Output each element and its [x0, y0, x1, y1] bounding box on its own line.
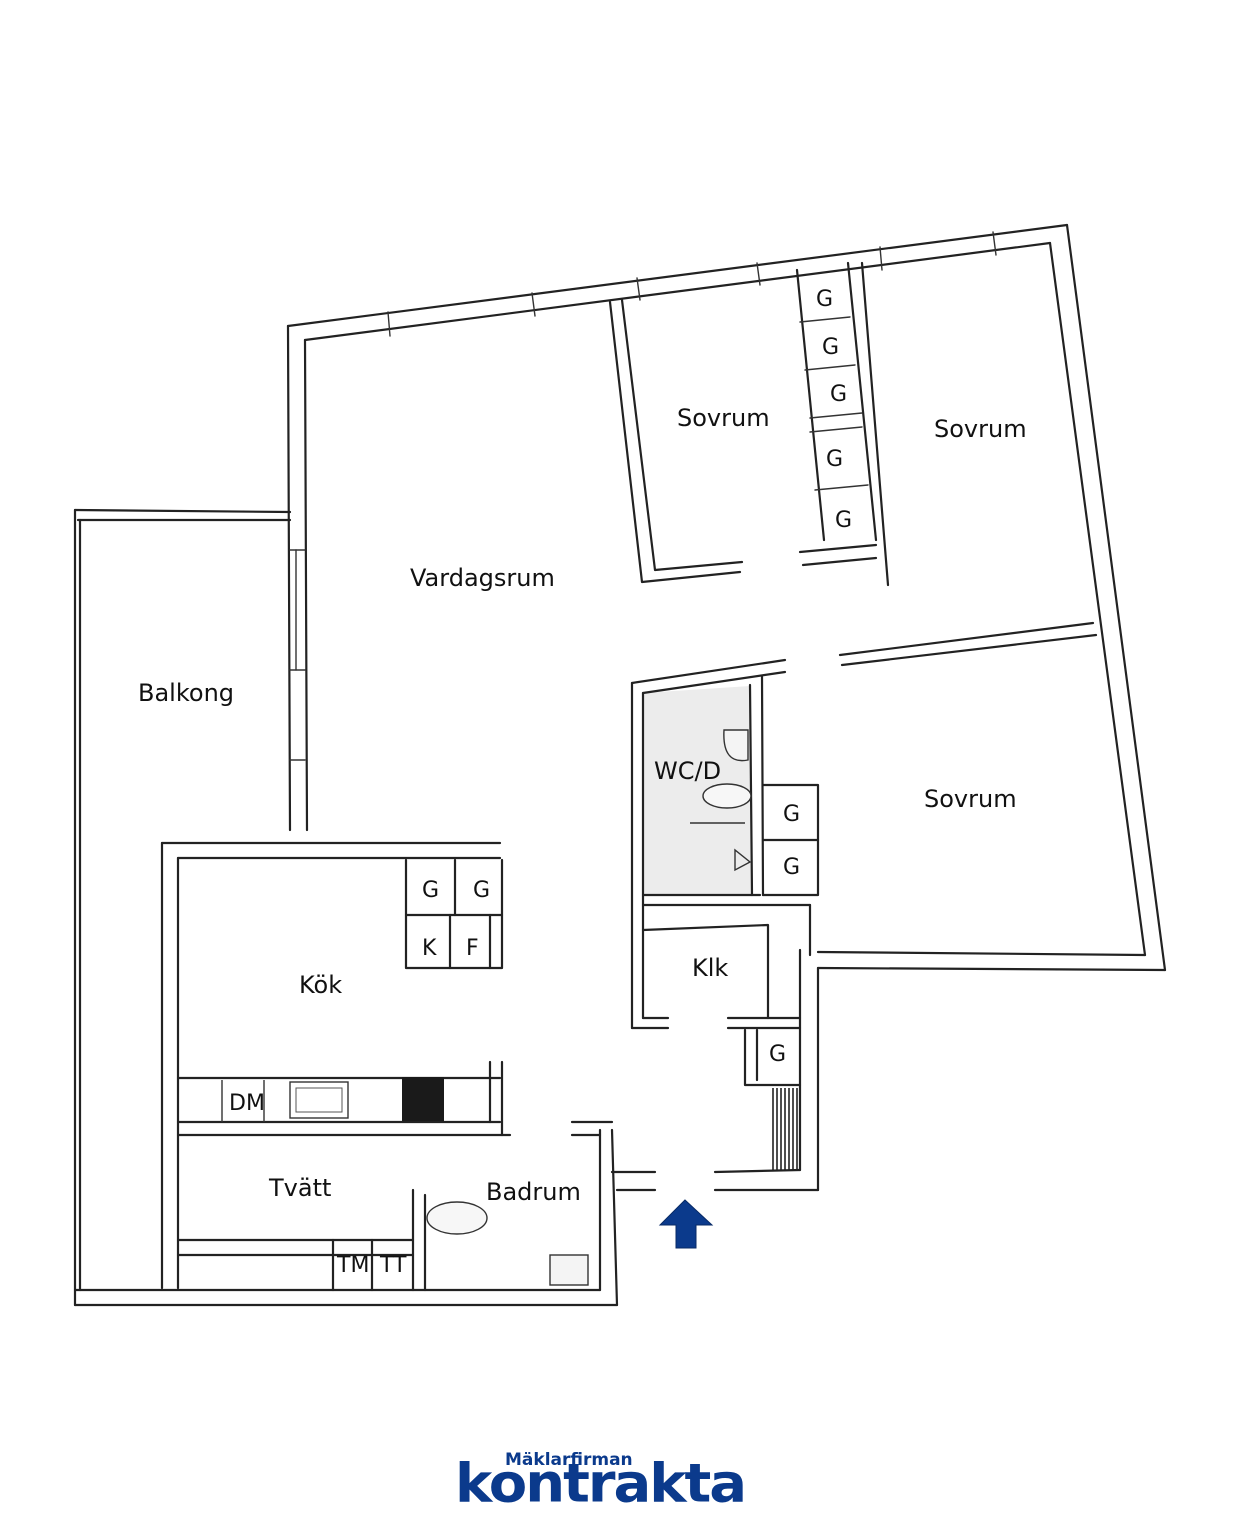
logo-top-text: Mäklarfirman [505, 1450, 633, 1470]
wardrobe-label: G [835, 508, 852, 533]
room-label-badrum: Badrum [486, 1178, 581, 1206]
wardrobe-label: G [822, 335, 839, 360]
room-label-wc: WC/D [654, 757, 721, 785]
room-label-tvatt: Tvätt [268, 1174, 331, 1202]
room-label-vardagsrum: Vardagsrum [410, 564, 555, 592]
shower-icon [734, 848, 752, 872]
wardrobe-column [799, 316, 869, 491]
wardrobe-label: G [783, 855, 800, 880]
room-label-balkong: Balkong [138, 679, 234, 707]
tumble-dryer-label: TT [379, 1253, 407, 1278]
room-label-sovrum-2: Sovrum [934, 415, 1027, 443]
wardrobe-label: G [422, 878, 439, 903]
toilet-icon [702, 783, 752, 809]
heater-icon [772, 1088, 798, 1170]
window-marks [289, 231, 997, 761]
logo-brand-text: kontrakta [455, 1453, 747, 1515]
room-label-sovrum-1: Sovrum [677, 404, 770, 432]
freezer-label: K [422, 936, 437, 961]
room-label-klk: Klk [692, 954, 728, 982]
washing-machine-label: TM [336, 1253, 369, 1278]
dishwasher-label: DM [229, 1091, 265, 1116]
fridge-label: F [466, 936, 479, 961]
sink-icon [723, 729, 749, 762]
wardrobe-label: G [783, 802, 800, 827]
wardrobe-label: G [830, 382, 847, 407]
room-label-sovrum-3: Sovrum [924, 785, 1017, 813]
outer-walls [73, 223, 1167, 1307]
sink-icon [549, 1254, 589, 1286]
wardrobe-label: G [816, 287, 833, 312]
wardrobe-label: G [769, 1042, 786, 1067]
toilet-icon [426, 1201, 488, 1235]
brand-logo: Mäklarfirman kontrakta [455, 1450, 785, 1516]
fixture-drawings [221, 729, 798, 1286]
wardrobe-label: G [826, 447, 843, 472]
interior-walls [176, 261, 1098, 1292]
entrance-arrow-icon [658, 1199, 714, 1249]
room-label-kok: Kök [299, 971, 342, 999]
wardrobe-label: G [473, 878, 490, 903]
stove [402, 1077, 444, 1121]
